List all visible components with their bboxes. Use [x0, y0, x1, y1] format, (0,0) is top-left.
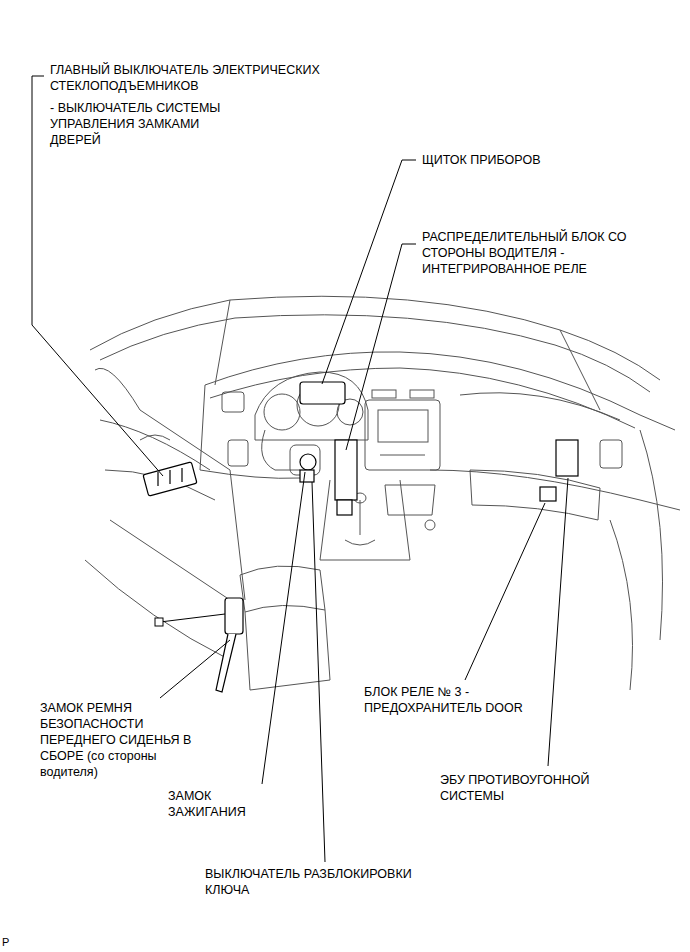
- part-label: ГЛАВНЫЙ ВЫКЛЮЧАТЕЛЬ ЭЛЕКТРИЧЕСКИХ СТЕКЛО…: [50, 62, 360, 94]
- car-interior: [85, 296, 680, 690]
- part-label: ЗАМОК ЗАЖИГАНИЯ: [168, 788, 278, 820]
- component-parts: [143, 382, 578, 692]
- leader-lines: [32, 76, 568, 862]
- part-label: БЛОК РЕЛЕ № 3 - ПРЕДОХРАНИТЕЛЬ DOOR: [364, 684, 524, 716]
- part-label: ЭБУ ПРОТИВОУГОННОЙ СИСТЕМЫ: [440, 772, 600, 804]
- part-label: РАСПРЕДЕЛИТЕЛЬНЫЙ БЛОК СО СТОРОНЫ ВОДИТЕ…: [422, 229, 652, 277]
- figure-code: P: [2, 934, 22, 950]
- part-label: - ВЫКЛЮЧАТЕЛЬ СИСТЕМЫ УПРАВЛЕНИЯ ЗАМКАМИ…: [50, 100, 245, 148]
- part-label: ЗАМОК РЕМНЯ БЕЗОПАСНОСТИ ПЕРЕДНЕГО СИДЕН…: [40, 700, 215, 780]
- part-label: ЩИТОК ПРИБОРОВ: [422, 152, 662, 168]
- part-label: ВЫКЛЮЧАТЕЛЬ РАЗБЛОКИРОВКИ КЛЮЧА: [205, 866, 415, 898]
